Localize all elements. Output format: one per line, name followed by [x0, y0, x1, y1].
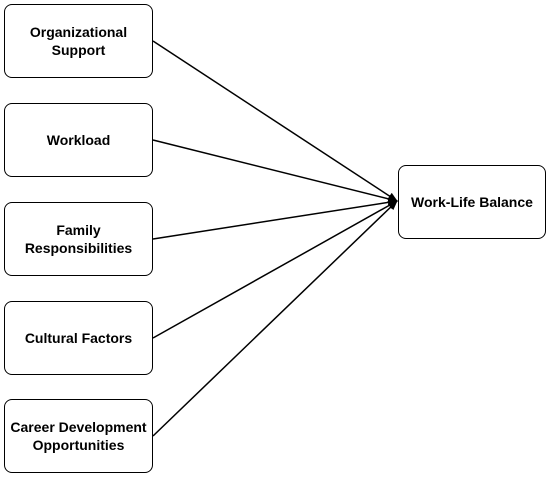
arrow-organizational-support	[152, 40, 398, 202]
node-label: Career Development Opportunities	[10, 419, 147, 453]
node-cultural-factors: Cultural Factors	[4, 301, 153, 375]
node-career-development-opportunities: Career Development Opportunities	[4, 399, 153, 473]
node-label: Organizational Support	[29, 24, 128, 58]
arrow-family-responsibilities	[152, 198, 398, 240]
arrow-career-development	[152, 200, 398, 437]
node-organizational-support: Organizational Support	[4, 4, 153, 78]
node-label: Workload	[46, 132, 111, 148]
node-label: Cultural Factors	[24, 330, 133, 346]
node-family-responsibilities: Family Responsibilities	[4, 202, 153, 276]
node-work-life-balance: Work-Life Balance	[398, 165, 546, 239]
node-workload: Workload	[4, 103, 153, 177]
arrow-workload	[152, 139, 398, 203]
node-label: Work-Life Balance	[411, 194, 533, 210]
node-label: Family Responsibilities	[24, 222, 133, 256]
arrow-cultural-factors	[152, 200, 398, 339]
